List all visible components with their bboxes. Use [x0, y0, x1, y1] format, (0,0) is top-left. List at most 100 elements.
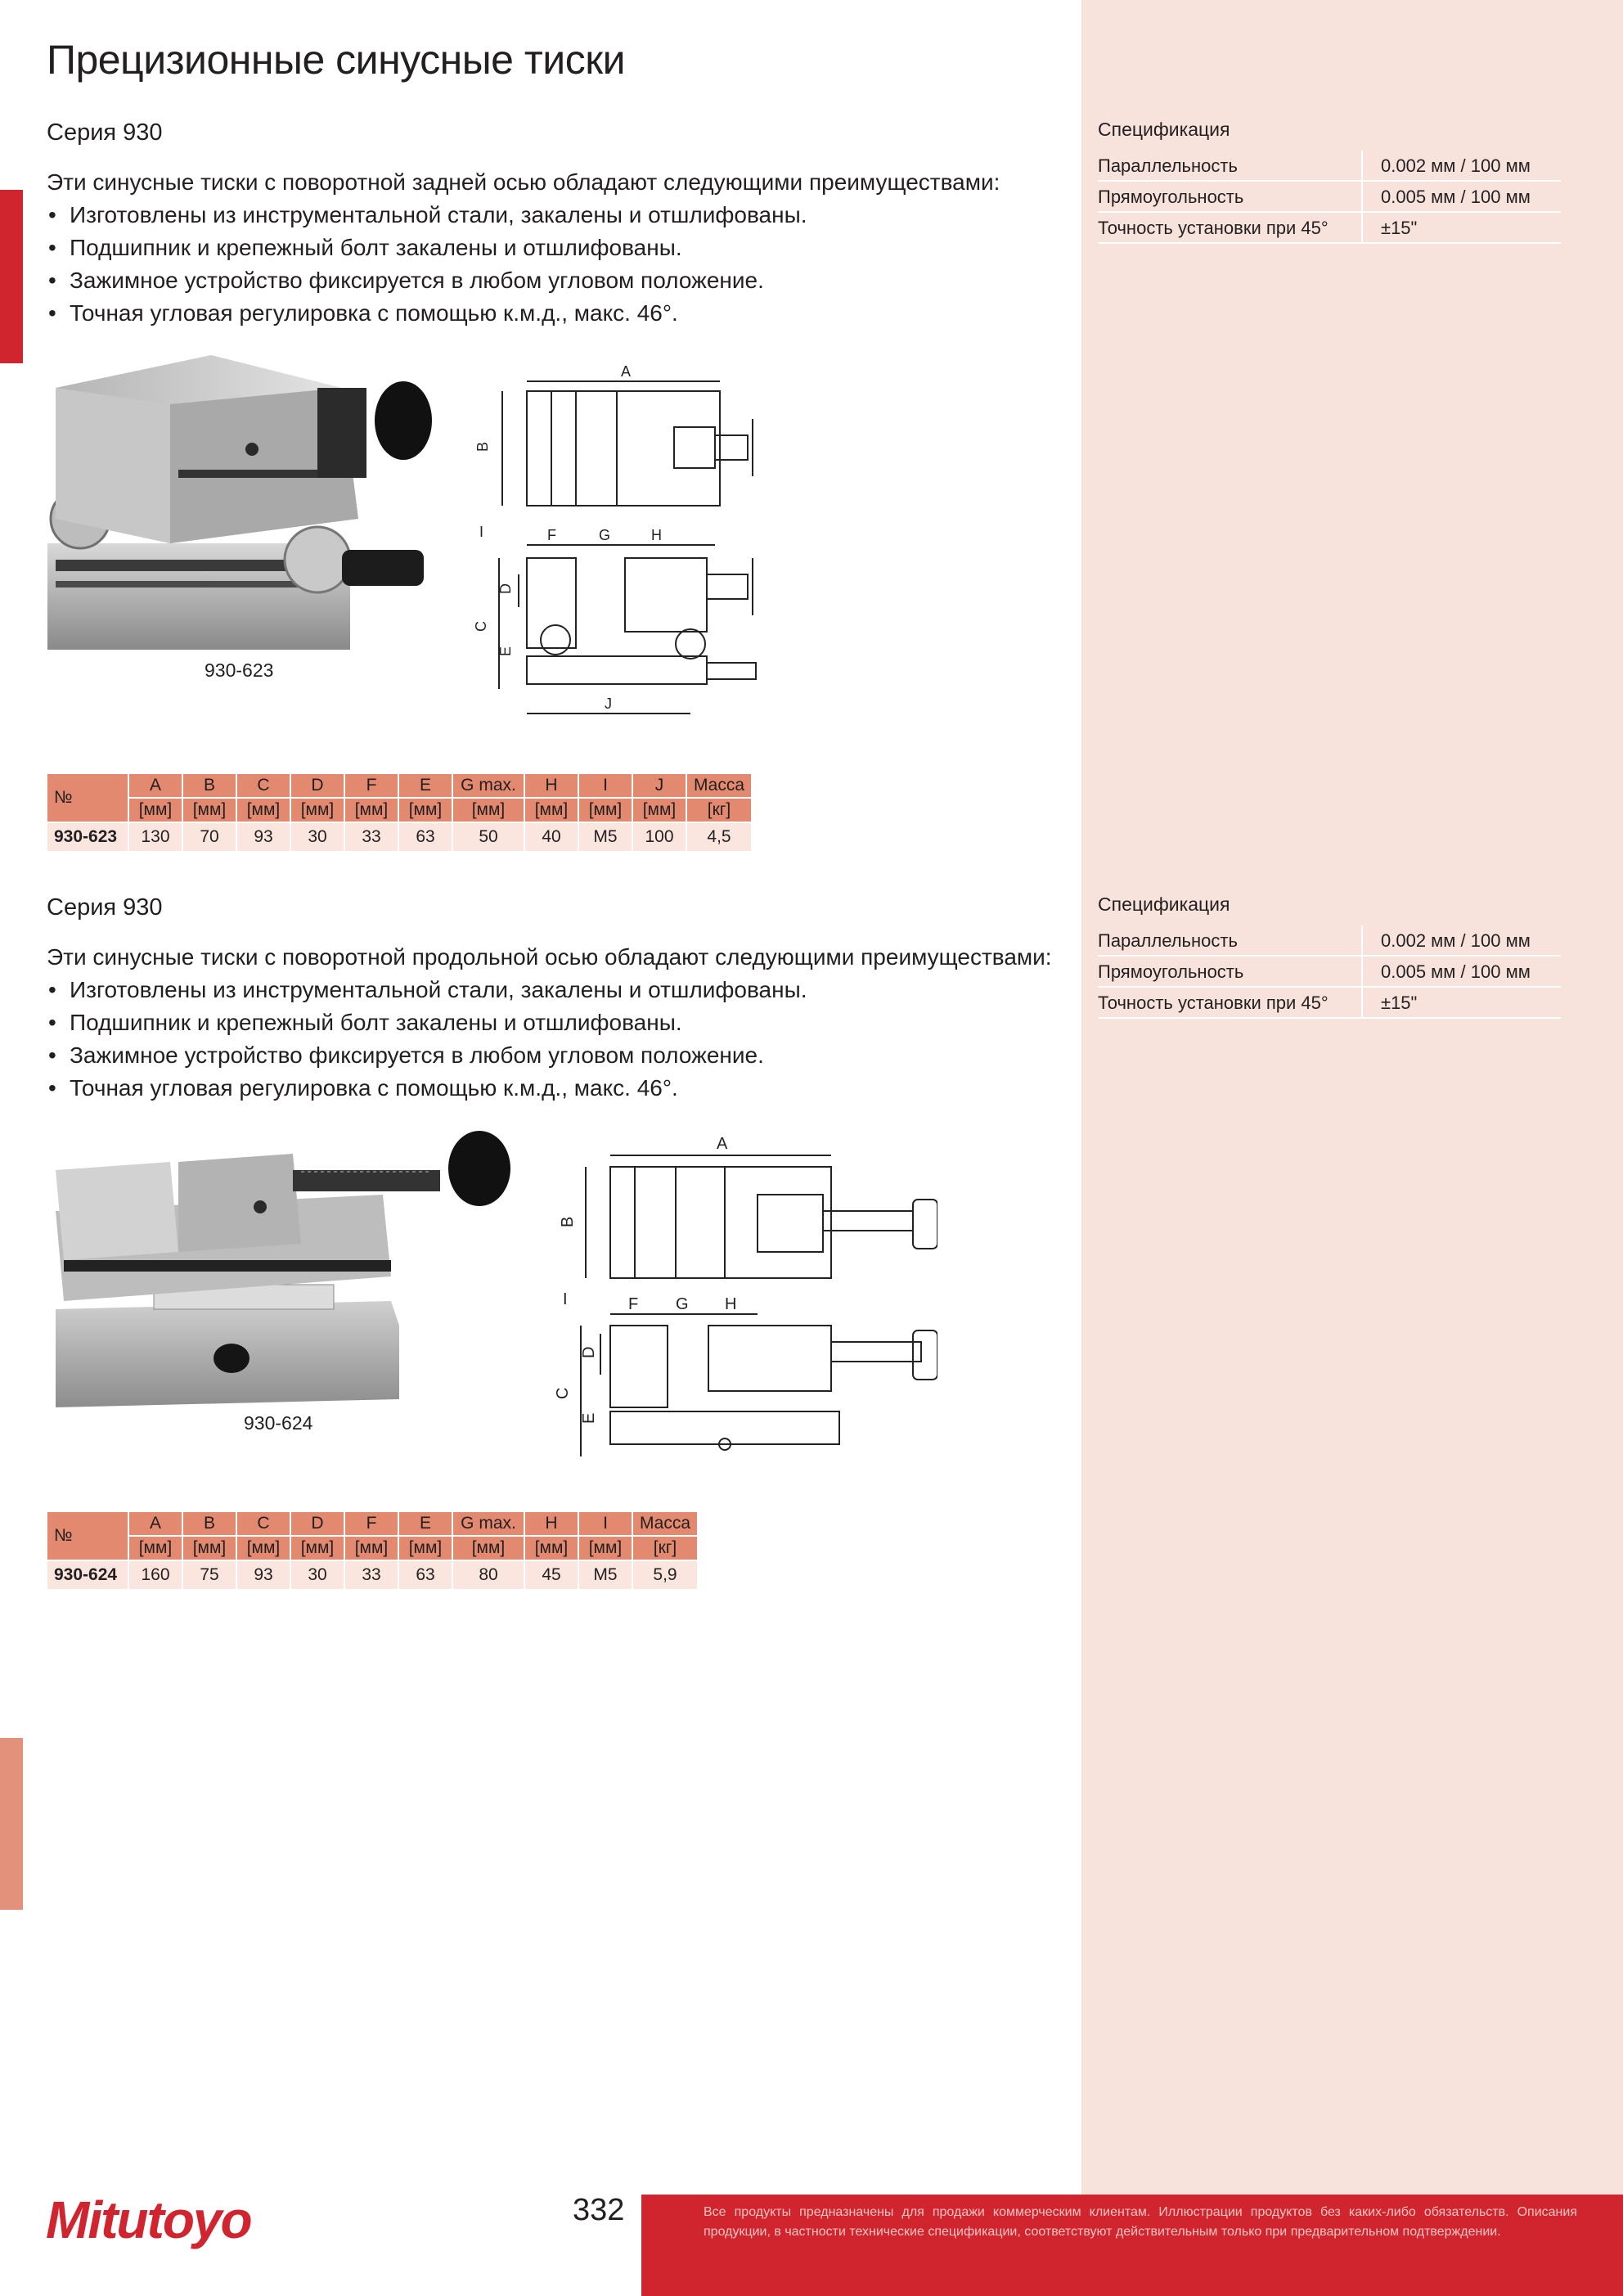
col-unit: [мм]	[237, 799, 290, 823]
col-header: D	[291, 774, 344, 799]
col-unit: [мм]	[453, 1537, 524, 1561]
spec-row: Точность установки при 45°±15"	[1098, 212, 1561, 244]
dim-label-g: G	[599, 527, 610, 543]
cell: 30	[291, 1561, 344, 1589]
col-header: Масса	[687, 774, 751, 799]
spec-title: Спецификация	[1098, 119, 1230, 140]
col-unit: [мм]	[633, 799, 686, 823]
col-unit: [мм]	[183, 1537, 236, 1561]
feature-item: Зажимное устройство фиксируется в любом …	[47, 264, 807, 297]
spec-value: 0.002 мм / 100 мм	[1361, 151, 1561, 182]
col-header: J	[633, 774, 686, 799]
product-photo-930-623	[47, 355, 432, 650]
col-header: I	[579, 774, 632, 799]
col-header: A	[129, 1512, 182, 1537]
col-header: E	[399, 774, 452, 799]
col-unit: [мм]	[291, 799, 344, 823]
col-unit: [мм]	[237, 1537, 290, 1561]
cell: 160	[129, 1561, 182, 1589]
col-header: B	[183, 774, 236, 799]
cell: 100	[633, 823, 686, 851]
col-header: C	[237, 774, 290, 799]
spec-value: 0.002 мм / 100 мм	[1361, 925, 1561, 957]
feature-list-2: Изготовлены из инструментальной стали, з…	[47, 974, 807, 1105]
spec-value: ±15"	[1361, 212, 1561, 244]
dimensions-table-1: № A B C D F E G max. H I J Масса [мм] [м…	[46, 774, 753, 851]
col-header: A	[129, 774, 182, 799]
series-title-2: Серия 930	[47, 894, 163, 921]
col-unit: [мм]	[399, 1537, 452, 1561]
feature-list-1: Изготовлены из инструментальной стали, з…	[47, 199, 807, 330]
col-header: H	[525, 774, 578, 799]
dim-label-c: C	[473, 621, 489, 632]
col-unit: [мм]	[579, 1537, 632, 1561]
col-header: F	[345, 774, 398, 799]
col-header: D	[291, 1512, 344, 1537]
spec-label: Точность установки при 45°	[1098, 212, 1362, 244]
cell: 93	[237, 1561, 290, 1589]
dim-label-i: I	[479, 524, 483, 540]
spec-value: 0.005 мм / 100 мм	[1361, 956, 1561, 988]
col-header-no: №	[47, 774, 128, 823]
dim-label-f: F	[547, 527, 556, 543]
cell: 130	[129, 823, 182, 851]
col-header: G max.	[453, 774, 524, 799]
dim-label-b: B	[474, 442, 491, 452]
page-number: 332	[573, 2193, 625, 2227]
dim-label-f: F	[628, 1295, 638, 1313]
spec-value: 0.005 мм / 100 мм	[1361, 181, 1561, 213]
cell: 33	[345, 1561, 398, 1589]
col-unit: [мм]	[525, 799, 578, 823]
col-unit: [мм]	[183, 799, 236, 823]
dim-label-h: H	[651, 527, 662, 543]
brand-logo: Mitutoyo	[46, 2190, 253, 2249]
dim-label-a: A	[621, 363, 631, 380]
chapter-tab-red	[0, 190, 23, 363]
dim-label-e: E	[580, 1413, 598, 1424]
photo-caption-1: 930-623	[205, 660, 274, 681]
spec-label: Точность установки при 45°	[1098, 987, 1362, 1019]
cell: 40	[525, 823, 578, 851]
dim-label-e: E	[497, 646, 514, 656]
feature-item: Изготовлены из инструментальной стали, з…	[47, 974, 807, 1006]
dim-label-j: J	[605, 696, 612, 712]
cell: 75	[183, 1561, 236, 1589]
col-unit: [мм]	[525, 1537, 578, 1561]
cell: 4,5	[687, 823, 751, 851]
table-header-row: № A B C D F E G max. H I Масса	[47, 1512, 697, 1561]
col-unit: [мм]	[291, 1537, 344, 1561]
col-unit: [мм]	[399, 799, 452, 823]
table-row: 930-624 160 75 93 30 33 63 80 45 M5 5,9	[47, 1561, 697, 1589]
col-unit: [кг]	[633, 1537, 697, 1561]
cell: 93	[237, 823, 290, 851]
spec-label: Параллельность	[1098, 151, 1362, 182]
cell: 50	[453, 823, 524, 851]
page-title: Прецизионные синусные тиски	[47, 37, 626, 83]
col-unit: [кг]	[687, 799, 751, 823]
cell-order-no: 930-623	[47, 823, 128, 851]
dim-label-h: H	[725, 1295, 736, 1313]
cell: 63	[399, 823, 452, 851]
product-photo-930-624	[56, 1131, 510, 1407]
dim-label-d: D	[497, 583, 514, 594]
table-header-row: № A B C D F E G max. H I J Масса	[47, 774, 751, 823]
intro-text-2: Эти синусные тиски с поворотной продольн…	[47, 944, 1052, 970]
spec-label: Прямоугольность	[1098, 956, 1362, 988]
dim-label-a: A	[717, 1135, 728, 1153]
dimension-drawing-930-623: A B F G H I C D E J	[470, 353, 785, 730]
cell: 80	[453, 1561, 524, 1589]
table-row: 930-623 130 70 93 30 33 63 50 40 M5 100 …	[47, 823, 751, 851]
cell: 70	[183, 823, 236, 851]
cell: 45	[525, 1561, 578, 1589]
dim-label-b: B	[559, 1217, 577, 1227]
col-header: B	[183, 1512, 236, 1537]
col-header: I	[579, 1512, 632, 1537]
col-unit: [мм]	[345, 1537, 398, 1561]
